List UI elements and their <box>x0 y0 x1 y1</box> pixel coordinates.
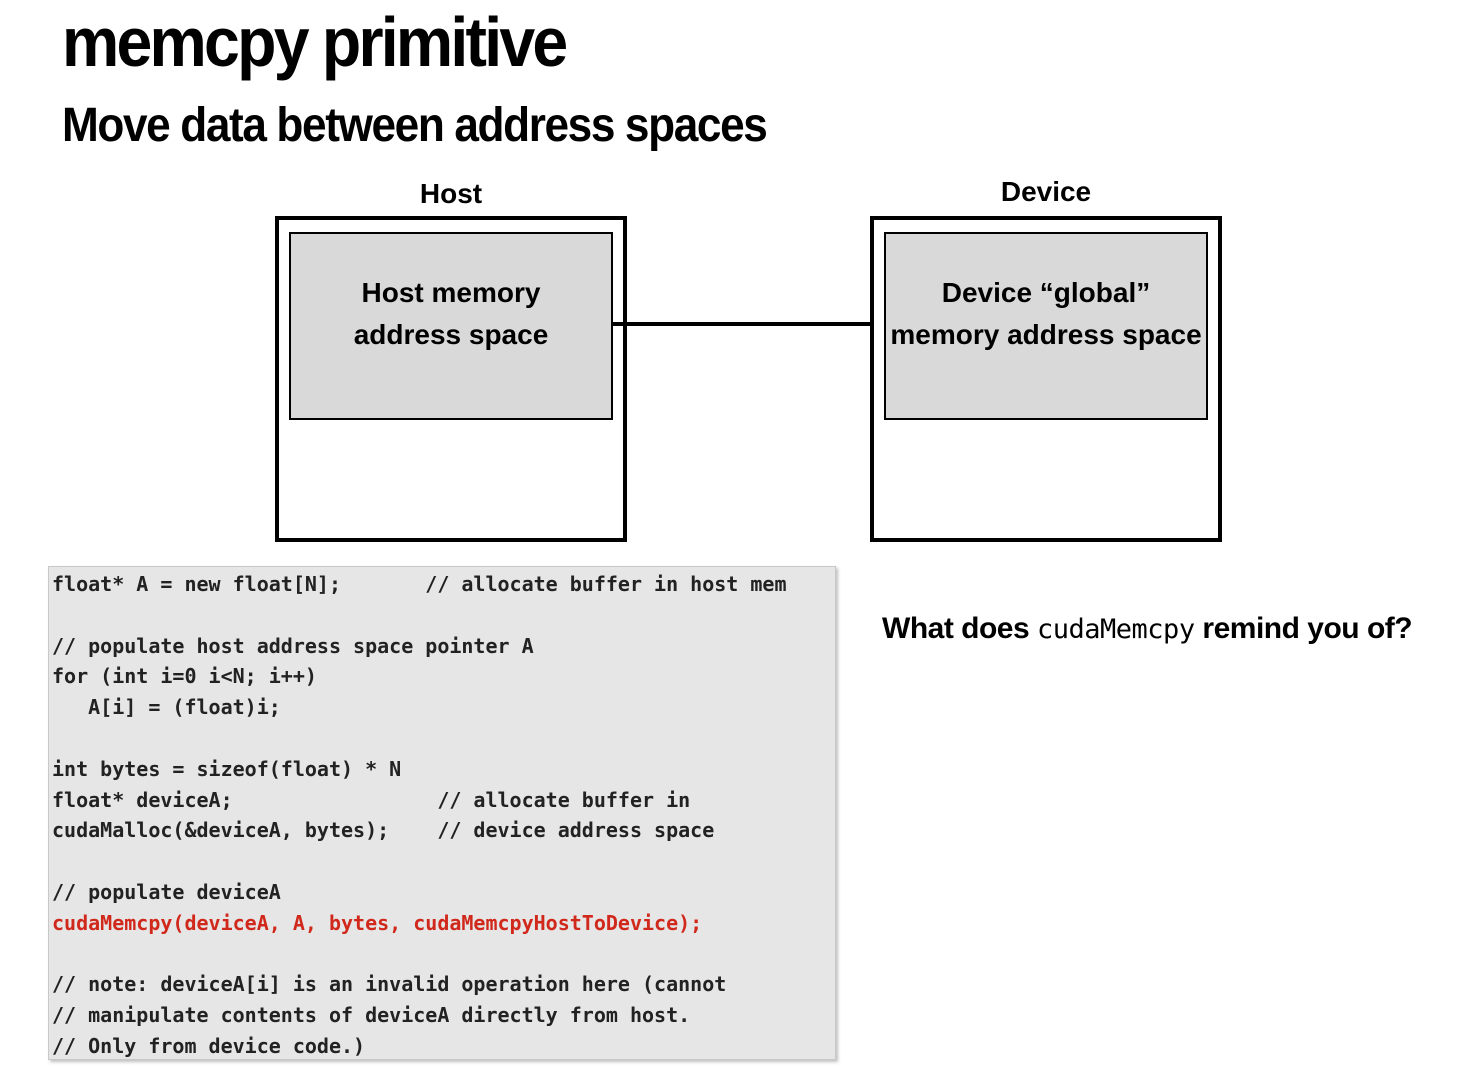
device-memory-box: Device “global” memory address space <box>884 232 1208 420</box>
question-prefix: What does <box>882 612 1038 645</box>
code-line <box>52 723 835 754</box>
code-line: cudaMemcpy(deviceA, A, bytes, cudaMemcpy… <box>52 910 703 935</box>
question-text: What does cudaMemcpy remind you of? <box>882 612 1413 646</box>
question-suffix: remind you of? <box>1194 612 1413 645</box>
code-line: A[i] = (float)i; <box>52 695 281 720</box>
slide-subtitle: Move data between address spaces <box>62 99 768 152</box>
host-memory-line-1: Host memory <box>361 277 541 308</box>
host-memory-line-2: address space <box>353 319 549 350</box>
device-memory-line-1: Device “global” <box>941 277 1151 308</box>
code-line <box>52 846 835 877</box>
code-line: int bytes = sizeof(float) * N <box>52 756 402 781</box>
code-line: // populate host address space pointer A <box>52 633 534 658</box>
device-label: Device <box>1000 176 1092 207</box>
code-line: // Only from device code.) <box>52 1033 366 1058</box>
code-line: // note: deviceA[i] is an invalid operat… <box>52 972 727 997</box>
code-line <box>52 939 835 970</box>
code-line: float* deviceA; // allocate buffer in <box>52 787 691 812</box>
code-line: cudaMalloc(&deviceA, bytes); // device a… <box>52 818 715 843</box>
question-code: cudaMemcpy <box>1037 614 1195 645</box>
code-line <box>52 600 835 631</box>
slide-title: memcpy primitive <box>62 3 568 81</box>
code-line: for (int i=0 i<N; i++) <box>52 664 317 689</box>
device-memory-line-2: memory address space <box>890 319 1202 350</box>
code-line: float* A = new float[N]; // allocate buf… <box>52 572 787 596</box>
code-line: // populate deviceA <box>52 879 281 904</box>
code-block: float* A = new float[N]; // allocate buf… <box>48 566 836 1060</box>
host-device-connector <box>613 322 885 326</box>
host-memory-box: Host memory address space <box>289 232 613 420</box>
host-label: Host <box>419 178 483 209</box>
code-line: // manipulate contents of deviceA direct… <box>52 1003 691 1028</box>
